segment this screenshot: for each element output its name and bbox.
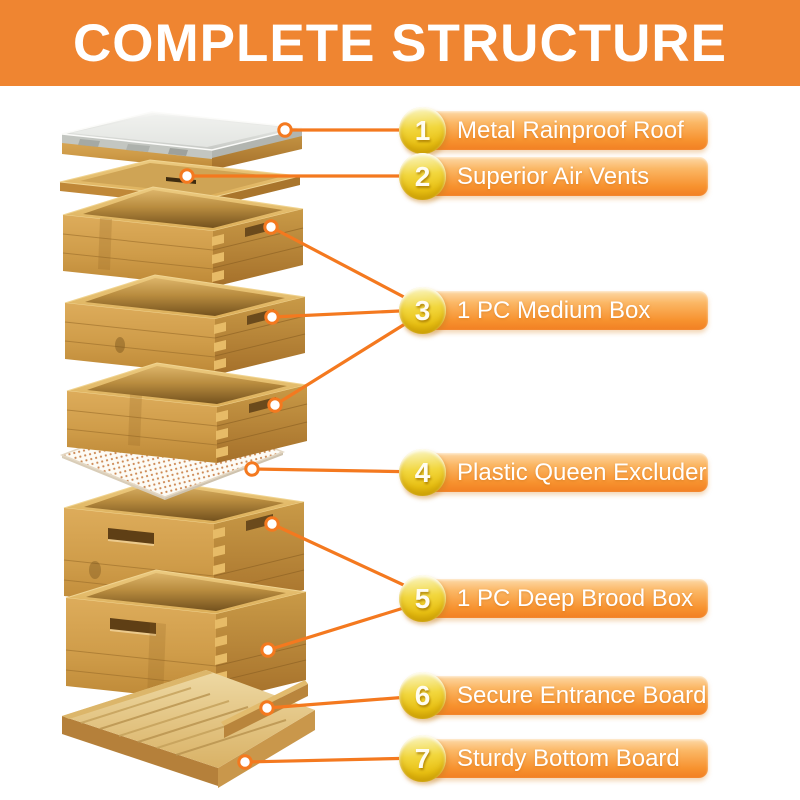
page-title: COMPLETE STRUCTURE [73, 13, 727, 73]
part-number-7: 7 [414, 742, 431, 774]
deep-box-illustration-2 [65, 569, 307, 702]
part-number-1: 1 [414, 114, 431, 146]
part-label-pill-5: 1 PC Deep Brood Box [405, 579, 708, 618]
part-row-5: 1 PC Deep Brood Box 5 [399, 575, 708, 622]
part-row-4: Plastic Queen Excluder 4 [399, 449, 708, 496]
part-row-3: 1 PC Medium Box 3 [399, 287, 708, 334]
part-row-1: Metal Rainproof Roof 1 [399, 107, 708, 154]
bottom-board-illustration [62, 670, 315, 788]
part-label-pill-4: Plastic Queen Excluder [405, 453, 708, 492]
part-number-6: 6 [414, 679, 431, 711]
part-label-pill-7: Sturdy Bottom Board [405, 739, 708, 778]
part-number-5: 5 [414, 582, 431, 614]
connector-lines [185, 128, 425, 764]
part-number-badge-2: 2 [399, 153, 446, 200]
part-number-badge-6: 6 [399, 672, 446, 719]
part-number-badge-5: 5 [399, 575, 446, 622]
medium-box-illustration-2 [64, 274, 306, 375]
part-label-4: Plastic Queen Excluder [457, 458, 707, 486]
part-number-badge-1: 1 [399, 107, 446, 154]
part-number-badge-4: 4 [399, 449, 446, 496]
part-label-1: Metal Rainproof Roof [457, 116, 684, 144]
part-label-5: 1 PC Deep Brood Box [457, 584, 694, 612]
part-label-2: Superior Air Vents [457, 162, 650, 190]
part-label-pill-1: Metal Rainproof Roof [405, 111, 708, 150]
medium-box-illustration-3 [66, 362, 308, 463]
part-number-3: 3 [414, 294, 431, 326]
part-row-2: Superior Air Vents 2 [399, 153, 708, 200]
part-number-badge-3: 3 [399, 287, 446, 334]
medium-box-illustration-1 [62, 186, 304, 287]
part-label-pill-2: Superior Air Vents [405, 157, 708, 196]
part-label-3: 1 PC Medium Box [457, 296, 651, 324]
part-label-7: Sturdy Bottom Board [457, 744, 680, 772]
part-number-2: 2 [414, 160, 431, 192]
part-row-7: Sturdy Bottom Board 7 [399, 735, 708, 782]
metal-roof-illustration [61, 111, 303, 170]
part-label-pill-6: Secure Entrance Board [405, 676, 708, 715]
title-banner: COMPLETE STRUCTURE [0, 0, 800, 86]
connector-dots [179, 122, 293, 770]
part-label-6: Secure Entrance Board [457, 681, 707, 709]
part-label-pill-3: 1 PC Medium Box [405, 291, 708, 330]
part-row-6: Secure Entrance Board 6 [399, 672, 708, 719]
part-number-badge-7: 7 [399, 735, 446, 782]
part-number-4: 4 [414, 456, 431, 488]
